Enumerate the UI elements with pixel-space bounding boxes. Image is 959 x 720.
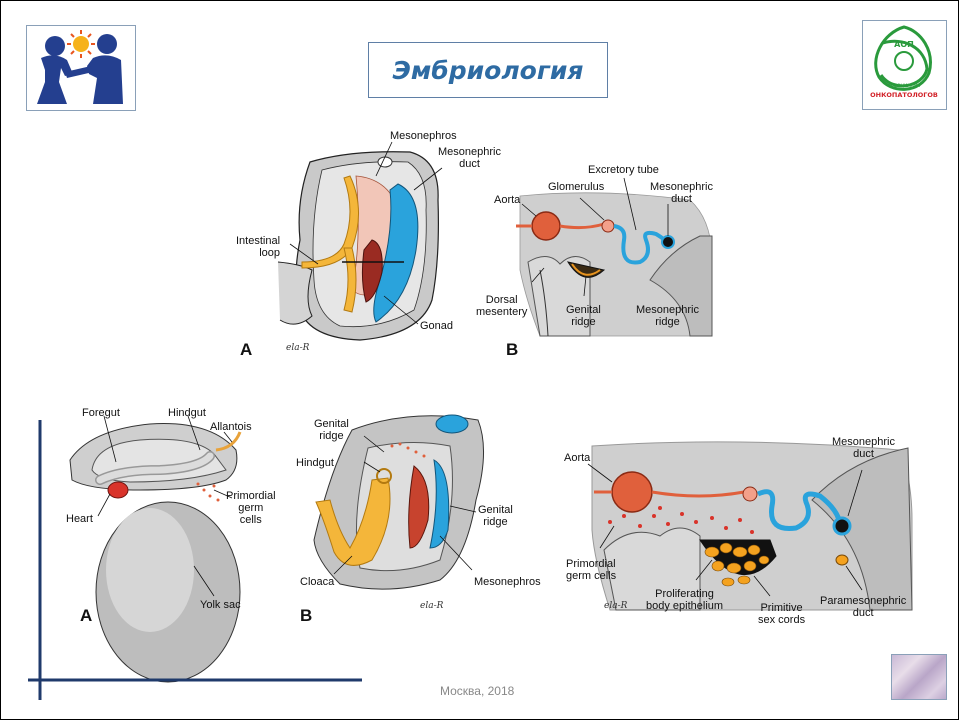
bottom-c-mesonephric-duct bbox=[834, 518, 850, 534]
label-primitive-sex-cords: Primitive sex cords bbox=[758, 602, 805, 626]
bottom-a-heart bbox=[108, 482, 128, 498]
label-glomerulus: Glomerulus bbox=[548, 181, 604, 193]
label-proliferating-body-epithelium: Proliferating body epithelium bbox=[646, 588, 723, 612]
letter-top-b: B bbox=[506, 340, 518, 360]
label-intestinal-loop: Intestinal loop bbox=[236, 235, 280, 259]
bottom-c-paramesonephric-duct bbox=[836, 555, 848, 565]
label-heart: Heart bbox=[66, 513, 93, 525]
label-hindgut-b: Hindgut bbox=[296, 457, 334, 469]
label-gonad: Gonad bbox=[420, 320, 453, 332]
label-mesonephros-b: Mesonephros bbox=[474, 576, 541, 588]
label-allantois: Allantois bbox=[210, 421, 252, 433]
top-a-signature: ela-R bbox=[286, 343, 310, 353]
label-genital-ridge-b-right: Genital ridge bbox=[478, 504, 513, 528]
letter-bottom-a: A bbox=[80, 606, 92, 626]
label-mesonephric-duct-c: Mesonephric duct bbox=[832, 436, 895, 460]
slide-footer: Москва, 2018 bbox=[440, 684, 514, 698]
label-mesonephros-top: Mesonephros bbox=[390, 130, 457, 142]
label-aorta-top: Aorta bbox=[494, 194, 520, 206]
label-primordial-germ-cells-a: Primordial germ cells bbox=[226, 490, 276, 526]
label-cloaca: Cloaca bbox=[300, 576, 334, 588]
label-yolk-sac: Yolk sac bbox=[200, 599, 241, 611]
bottom-c-signature: ela-R bbox=[604, 601, 628, 611]
label-hindgut-a: Hindgut bbox=[168, 407, 206, 419]
top-b-glomerulus bbox=[602, 220, 614, 232]
label-mesonephric-ridge: Mesonephric ridge bbox=[636, 304, 699, 328]
label-foregut: Foregut bbox=[82, 407, 120, 419]
label-genital-ridge-b-top: Genital ridge bbox=[314, 418, 349, 442]
label-paramesonephric-duct: Paramesonephric duct bbox=[820, 595, 906, 619]
letter-top-a: A bbox=[240, 340, 252, 360]
histology-thumbnail bbox=[891, 654, 947, 700]
top-b-mesonephric-duct bbox=[662, 236, 674, 248]
label-mesonephric-duct-b: Mesonephric duct bbox=[650, 181, 713, 205]
letter-bottom-b: B bbox=[300, 606, 312, 626]
label-mesonephric-duct-top: Mesonephric duct bbox=[438, 146, 501, 170]
label-aorta-c: Aorta bbox=[564, 452, 590, 464]
bottom-c-aorta bbox=[612, 472, 652, 512]
label-excretory-tube: Excretory tube bbox=[588, 164, 659, 176]
label-genital-ridge-top: Genital ridge bbox=[566, 304, 601, 328]
bottom-a-embryo bbox=[70, 424, 240, 682]
label-dorsal-mesentery: Dorsal mesentery bbox=[476, 294, 527, 318]
bottom-b-signature: ela-R bbox=[420, 601, 444, 611]
label-primordial-germ-cells-c: Primordial germ cells bbox=[566, 558, 616, 582]
top-b-aorta bbox=[532, 212, 560, 240]
